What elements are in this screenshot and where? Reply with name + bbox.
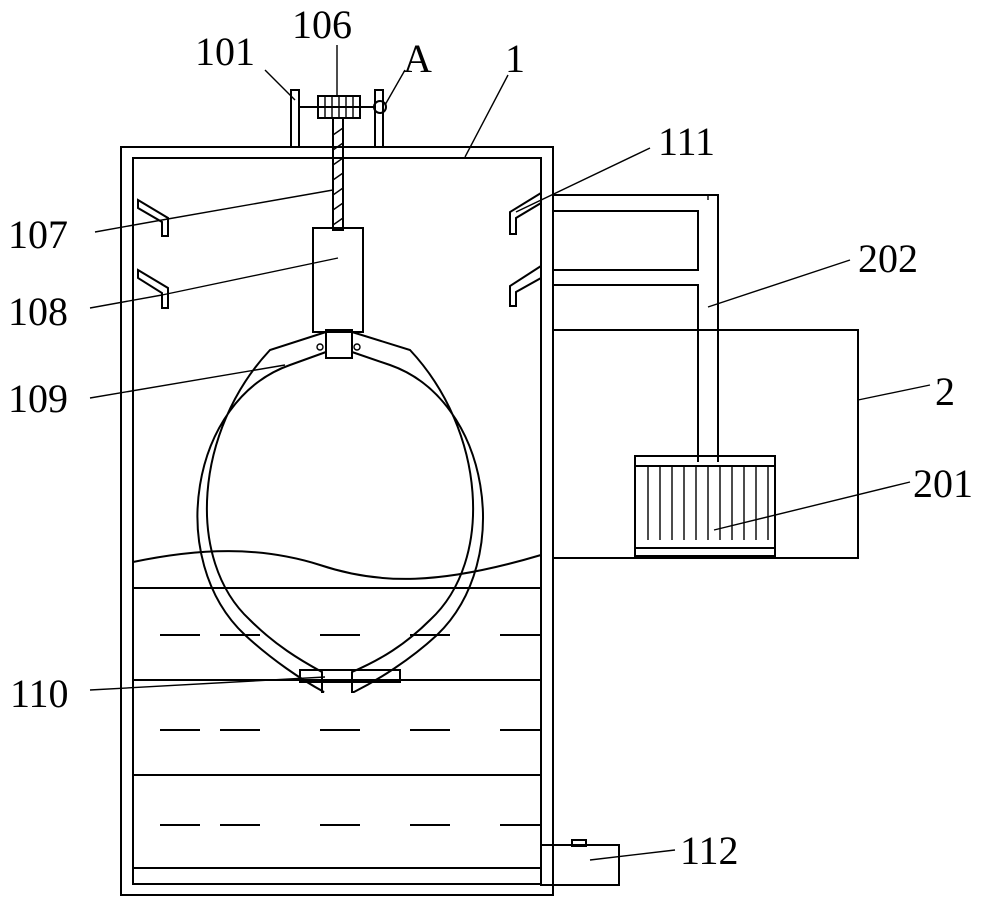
claw-assembly (196, 227, 484, 693)
label-pump: 201 (913, 461, 973, 506)
label-detail-ref: A (403, 36, 432, 81)
main-tank (120, 146, 554, 896)
label-drain-valve: 112 (680, 828, 739, 873)
labels: 1 2 101 106 A 107 108 109 110 111 202 20… (8, 2, 973, 873)
guide-plates (137, 198, 169, 309)
label-claw-tip: 110 (10, 671, 69, 716)
liquid (132, 550, 542, 869)
label-side-unit: 2 (935, 369, 955, 414)
label-upper-guide: 107 (8, 212, 68, 257)
label-drive-gear: 106 (292, 2, 352, 47)
label-frame: 101 (195, 29, 255, 74)
nozzles (509, 191, 542, 307)
pipe (553, 194, 719, 462)
side-unit (553, 329, 859, 559)
threaded-rod (332, 117, 344, 231)
leader-lines (89, 45, 931, 861)
label-pipe: 202 (858, 236, 918, 281)
pump (634, 455, 776, 557)
label-main-box: 1 (505, 36, 525, 81)
label-lower-guide: 108 (8, 289, 68, 334)
top-frame (290, 89, 387, 148)
label-nozzles: 111 (658, 119, 715, 164)
liquid-dashes (160, 634, 540, 826)
label-claw-holder: 109 (8, 376, 68, 421)
drain-valve (540, 839, 620, 886)
